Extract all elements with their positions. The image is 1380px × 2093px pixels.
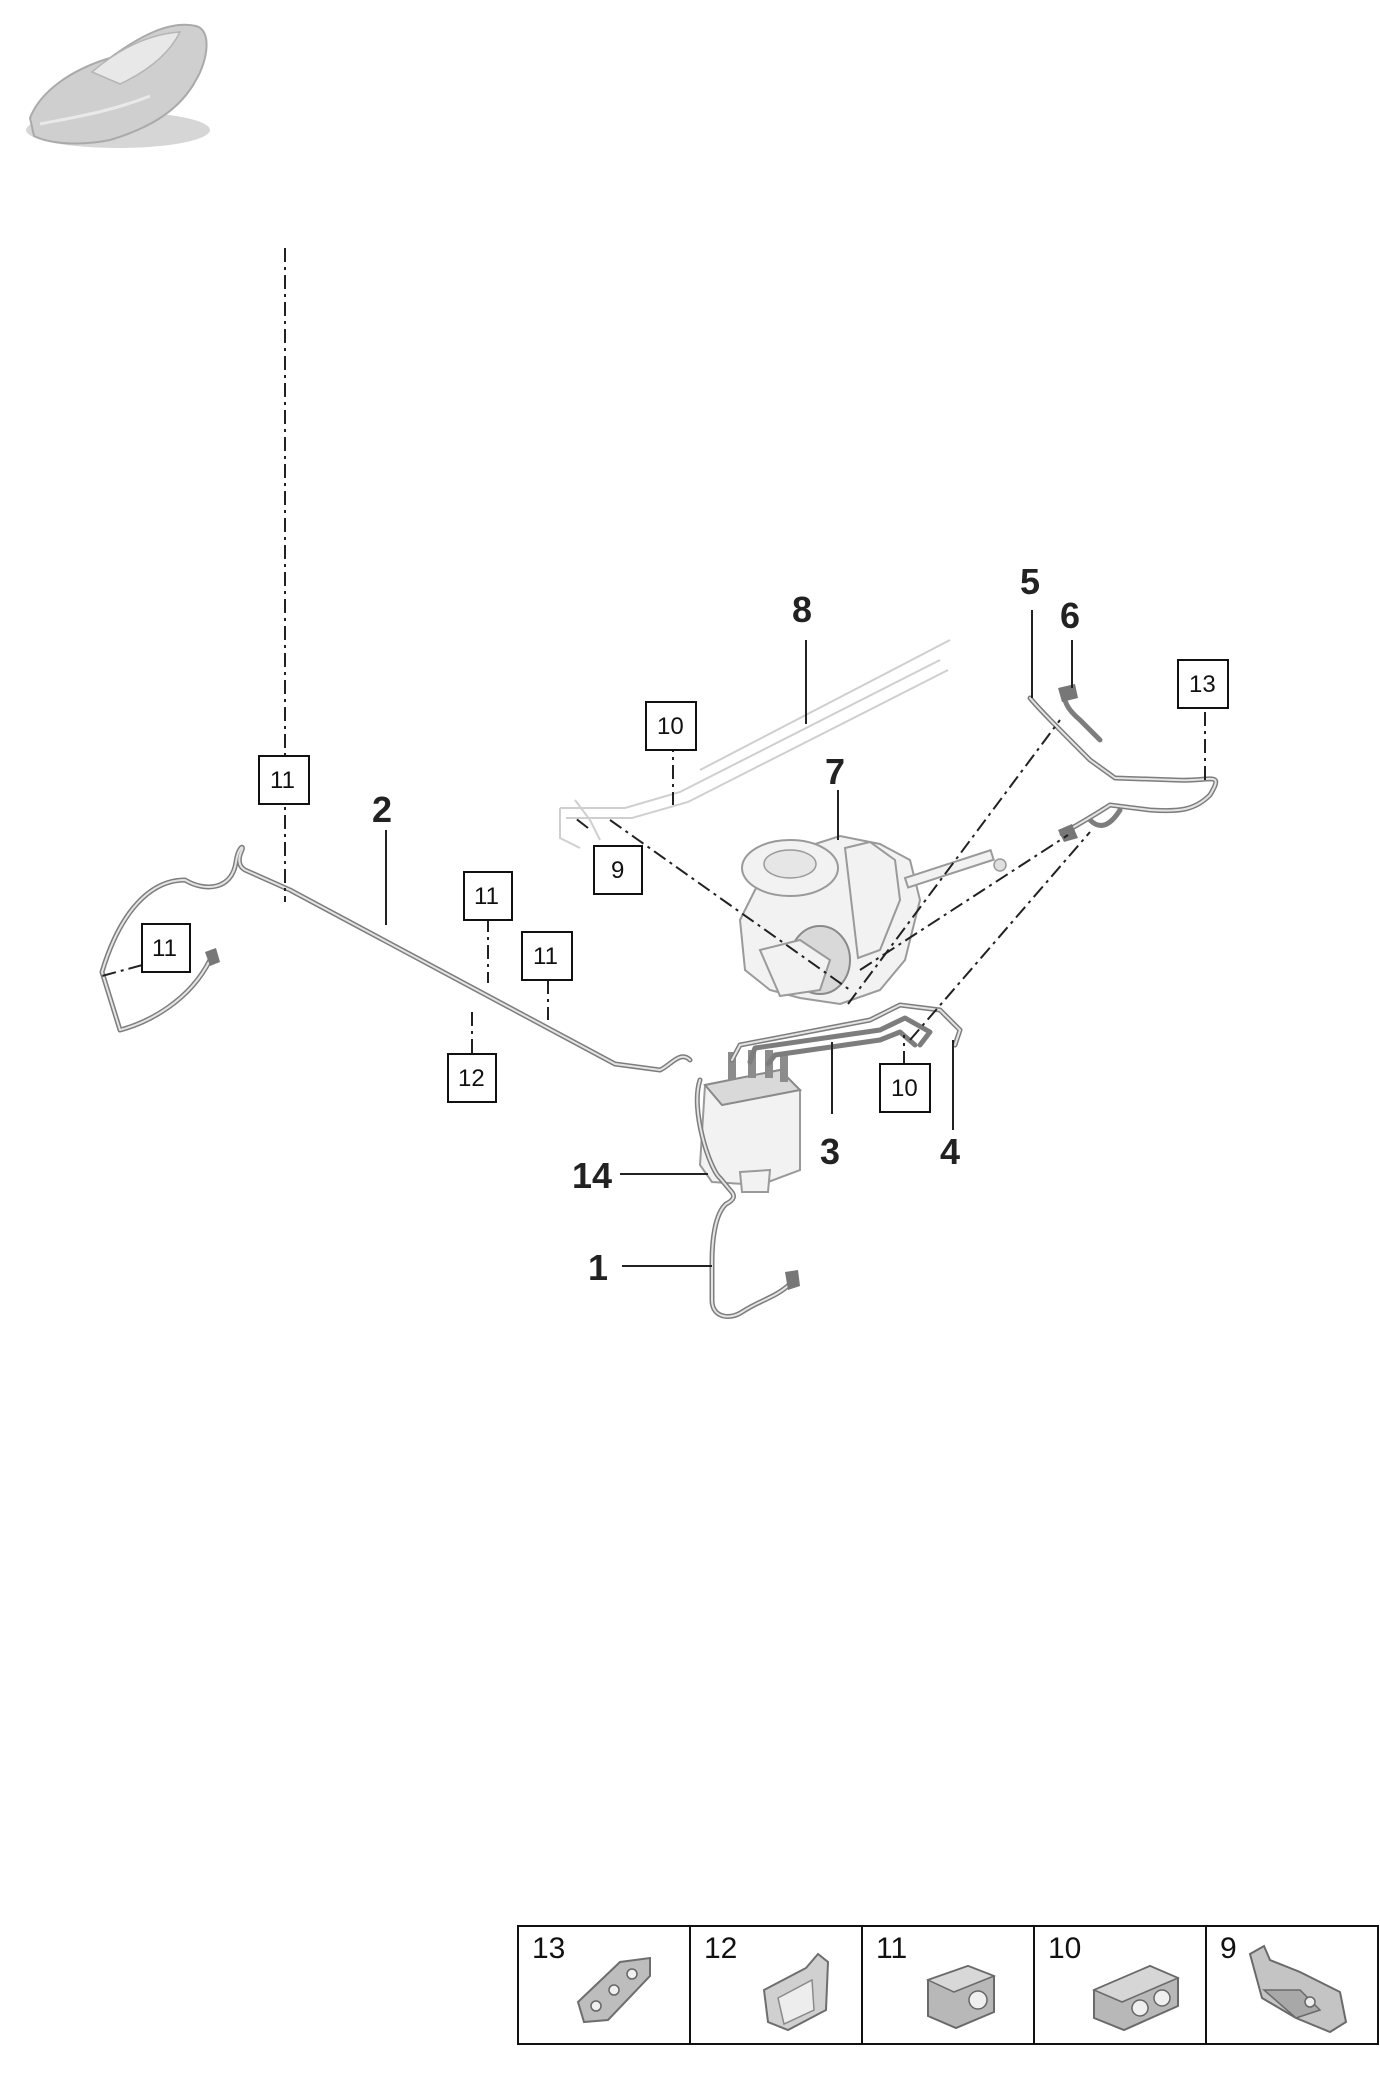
ref-box-11: 11 xyxy=(521,931,573,981)
legend-cell-13: 13 xyxy=(517,1925,691,2045)
holder-block-icon xyxy=(926,1964,997,2030)
hydraulic-unit xyxy=(698,1050,803,1193)
leader-lines xyxy=(385,610,1073,1267)
legend-cell-9: 9 xyxy=(1205,1925,1379,2045)
legend-cell-12: 12 xyxy=(689,1925,863,2045)
svg-text:13: 13 xyxy=(1189,671,1216,698)
pipe-clip-icon xyxy=(576,1956,651,2024)
svg-text:10: 10 xyxy=(657,713,684,740)
legend-cell-11: 11 xyxy=(861,1925,1035,2045)
svg-text:10: 10 xyxy=(891,1075,918,1102)
boxed-references: 11 11 11 11 12 10 9 10 xyxy=(141,659,1229,1113)
callout-3: 3 xyxy=(820,1131,840,1172)
svg-text:12: 12 xyxy=(458,1065,485,1092)
svg-text:11: 11 xyxy=(270,767,295,794)
svg-text:9: 9 xyxy=(611,857,624,884)
callout-8: 8 xyxy=(792,589,812,630)
ref-box-9: 9 xyxy=(593,845,643,895)
ref-box-10: 10 xyxy=(645,701,697,751)
rear-line-ghost xyxy=(559,639,951,849)
svg-text:11: 11 xyxy=(876,1932,907,1965)
ref-box-11: 11 xyxy=(141,923,191,973)
svg-text:11: 11 xyxy=(533,943,558,970)
legend-cell-10: 10 xyxy=(1033,1925,1207,2045)
svg-text:10: 10 xyxy=(1048,1932,1081,1965)
ref-box-13: 13 xyxy=(1177,659,1229,709)
mounting-bracket-icon xyxy=(1248,1944,1348,2034)
brake-booster-unit xyxy=(738,834,1007,1006)
ref-box-10: 10 xyxy=(879,1063,931,1113)
svg-text:9: 9 xyxy=(1220,1932,1237,1965)
callout-6: 6 xyxy=(1060,595,1080,636)
svg-text:11: 11 xyxy=(152,935,177,962)
callout-14: 14 xyxy=(572,1155,612,1196)
svg-text:12: 12 xyxy=(704,1932,737,1965)
ref-box-11: 11 xyxy=(463,871,513,921)
double-holder-icon xyxy=(1092,1964,1180,2032)
svg-text:11: 11 xyxy=(474,883,499,910)
ref-box-12: 12 xyxy=(447,1053,497,1103)
callout-5: 5 xyxy=(1020,561,1040,602)
svg-text:13: 13 xyxy=(532,1932,565,1965)
callout-2: 2 xyxy=(372,789,392,830)
callout-1: 1 xyxy=(588,1247,608,1288)
callout-4: 4 xyxy=(940,1131,960,1172)
callout-numbers: 1 2 3 4 5 6 7 8 14 xyxy=(372,561,1080,1288)
ref-box-11: 11 xyxy=(258,755,310,805)
vehicle-thumbnail-icon xyxy=(26,23,210,148)
parts-legend: 13 12 11 xyxy=(517,1925,1379,2045)
callout-7: 7 xyxy=(825,751,845,792)
bracket-clip-icon xyxy=(762,1952,830,2032)
assembly-lines xyxy=(101,248,1206,1075)
